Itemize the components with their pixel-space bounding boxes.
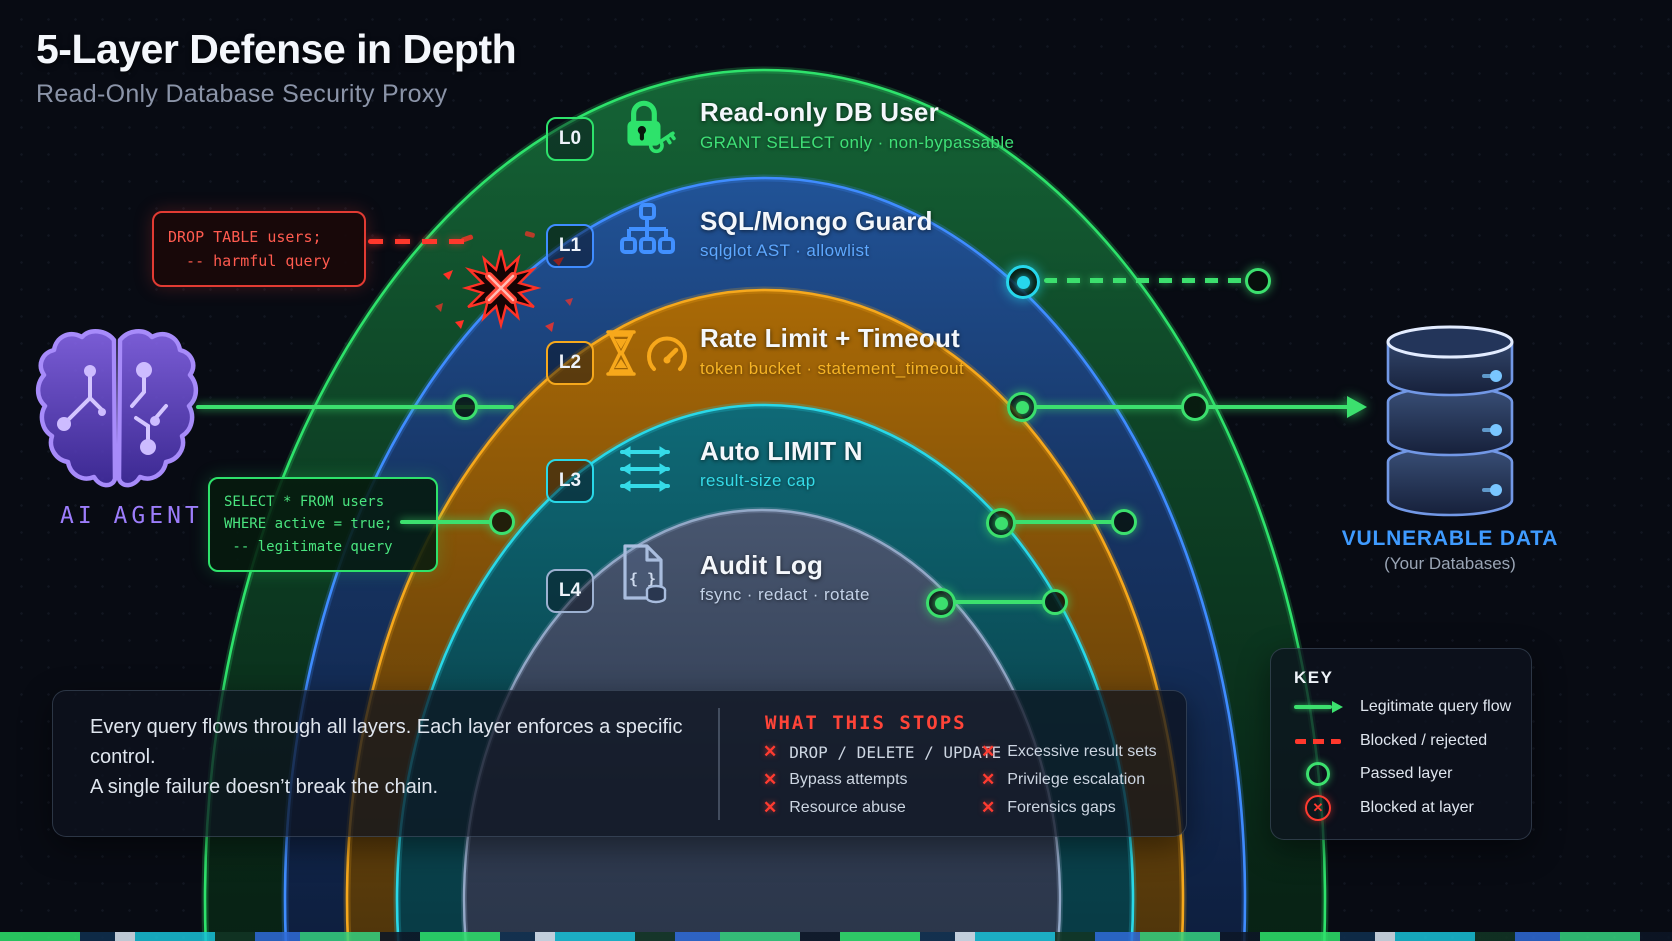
brain-icon	[35, 329, 199, 488]
legit-query-line1: SELECT * FROM users	[224, 494, 385, 510]
hourglass-icon	[604, 328, 638, 383]
legend-item: Blocked / rejected	[1292, 724, 1487, 758]
summary-note-line2: A single failure doesn’t break the chain…	[90, 776, 438, 798]
layer-subtitle-l4: fsync · redact · rotate	[700, 585, 870, 604]
panel-divider	[718, 708, 720, 820]
flow-line-agent-to-l2	[196, 405, 514, 409]
agent-label: AI AGENT	[60, 503, 203, 529]
response-dashed-line	[1044, 278, 1244, 283]
x-mark-icon: ✕	[763, 770, 778, 789]
passed-layer-marker	[986, 508, 1016, 538]
summary-note-line1: Every query flows through all layers. Ea…	[90, 716, 683, 768]
stop-label: Privilege escalation	[1007, 771, 1146, 788]
flow-arrowhead	[1347, 396, 1367, 418]
layer-subtitle-l3: result-size cap	[700, 471, 816, 490]
stop-item: ✕ Excessive result sets	[981, 742, 1157, 762]
stop-label: DROP / DELETE / UPDATE	[789, 742, 1002, 762]
layer-arc-l4	[462, 508, 1062, 941]
layer-arc-l2	[345, 288, 1185, 941]
flow-line-l3-to-l2	[1013, 520, 1113, 524]
passed-layer-marker	[1181, 393, 1209, 421]
stop-item: ✕ DROP / DELETE / UPDATE	[763, 742, 1001, 762]
legend-label: Blocked / rejected	[1360, 732, 1488, 749]
stop-label: Excessive result sets	[1007, 743, 1157, 760]
response-origin-marker	[1006, 265, 1040, 299]
stop-item: ✕ Forensics gaps	[981, 798, 1116, 818]
lock-key-icon	[614, 94, 676, 161]
legend-item: Passed layer	[1292, 757, 1453, 791]
legit-query-line2: WHERE active = true;	[224, 516, 393, 533]
passed-layer-marker	[1111, 509, 1137, 535]
layer-title-l4: Audit Log	[700, 550, 824, 580]
page-title: 5-Layer Defense in Depth	[36, 26, 517, 72]
explosion-icon	[435, 231, 573, 332]
layer-badge-l4: L4	[546, 569, 594, 613]
harmful-query-box: DROP TABLE users; -- harmful query	[152, 211, 366, 287]
legend-title: KEY	[1294, 668, 1334, 687]
ast-tree-icon	[616, 202, 678, 263]
flow-line-l2-to-l0	[1035, 405, 1183, 409]
stop-label: Resource abuse	[789, 799, 906, 816]
layer-title-l2: Rate Limit + Timeout	[700, 323, 960, 353]
stops-title: WHAT THIS STOPS	[765, 712, 967, 734]
legend-red-dashed-icon	[1292, 738, 1344, 744]
stop-label: Forensics gaps	[1007, 799, 1116, 816]
summary-panel	[52, 690, 1187, 837]
passed-layer-marker	[489, 509, 515, 535]
harmful-query-line1: DROP TABLE users;	[168, 228, 322, 246]
passed-layer-marker	[1245, 268, 1271, 294]
audit-braces-glyph: { }	[629, 570, 656, 588]
layer-subtitle-l1: sqlglot AST · allowlist	[700, 241, 870, 260]
x-mark-icon: ✕	[763, 742, 778, 761]
passed-layer-marker	[1007, 392, 1037, 422]
layer-title-l3: Auto LIMIT N	[700, 436, 863, 466]
limit-arrows-icon	[610, 444, 680, 501]
harmful-query-line2: -- harmful query	[168, 252, 331, 270]
gauge-icon	[646, 336, 688, 383]
database-icon	[1386, 325, 1514, 517]
layer-badge-l1: L1	[546, 224, 594, 268]
layer-arc-l3	[395, 403, 1135, 941]
flow-line-l4-to-l3	[953, 600, 1043, 604]
legend-blocked-circle-icon: ✕	[1292, 795, 1344, 821]
page-subtitle: Read-Only Database Security Proxy	[36, 80, 448, 108]
x-mark-icon: ✕	[981, 798, 996, 817]
bottom-color-strip	[0, 932, 1672, 941]
layer-arc-l0	[203, 68, 1327, 941]
legend-item: Legitimate query flow	[1292, 690, 1511, 724]
layer-subtitle-l2: token bucket · statement_timeout	[700, 359, 965, 378]
database-label: VULNERABLE DATA	[1341, 527, 1559, 550]
audit-file-icon: { }	[618, 542, 670, 609]
passed-layer-marker	[926, 588, 956, 618]
layer-arc-l1	[283, 176, 1247, 941]
layer-subtitle-l0: GRANT SELECT only · non-bypassable	[700, 133, 1015, 152]
legend-item: ✕ Blocked at layer	[1292, 791, 1474, 825]
legit-query-line3: -- legitimate query	[224, 538, 393, 555]
layer-badge-l0: L0	[546, 117, 594, 161]
legend-label: Blocked at layer	[1360, 799, 1474, 816]
legend-passed-circle-icon	[1292, 762, 1344, 786]
layer-title-l1: SQL/Mongo Guard	[700, 206, 933, 236]
database-sublabel: (Your Databases)	[1384, 554, 1516, 573]
x-mark-icon: ✕	[763, 798, 778, 817]
layer-badge-l2: L2	[546, 341, 594, 385]
stop-item: ✕ Privilege escalation	[981, 770, 1145, 790]
stop-label: Bypass attempts	[789, 771, 908, 788]
flow-line-legit-to-l3	[400, 520, 492, 524]
layer-badge-l3: L3	[546, 459, 594, 503]
blocked-query-dashed-line	[368, 239, 474, 244]
stop-item: ✕ Bypass attempts	[763, 770, 908, 790]
x-mark-icon: ✕	[981, 770, 996, 789]
legend-label: Passed layer	[1360, 765, 1453, 782]
passed-layer-marker	[1042, 589, 1068, 615]
summary-note: Every query flows through all layers. Ea…	[90, 712, 710, 802]
legend-green-arrow-icon	[1292, 701, 1344, 713]
legend-label: Legitimate query flow	[1360, 698, 1512, 715]
layer-title-l0: Read-only DB User	[700, 97, 939, 127]
passed-layer-marker	[452, 394, 478, 420]
stop-item: ✕ Resource abuse	[763, 798, 906, 818]
legitimate-query-box: SELECT * FROM users WHERE active = true;…	[208, 477, 438, 573]
flow-line-l0-to-db	[1207, 405, 1349, 409]
x-mark-icon: ✕	[981, 742, 996, 761]
